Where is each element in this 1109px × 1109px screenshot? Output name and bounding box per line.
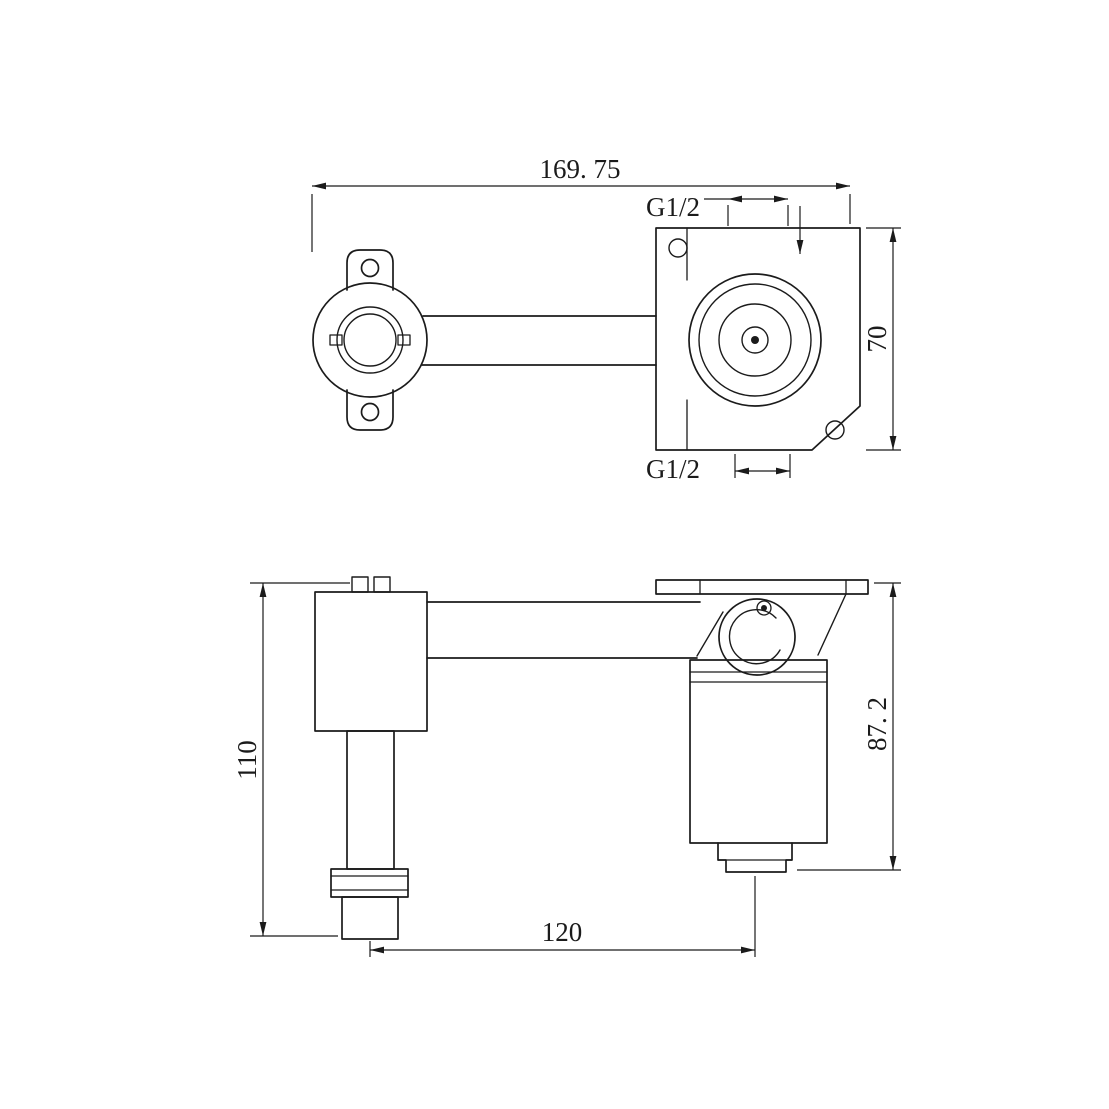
flange-right-tab: [397, 334, 411, 346]
valve-block-outline: [655, 227, 861, 451]
valve-body-side: [689, 659, 828, 844]
spout-top-tab-left: [351, 576, 369, 593]
dim-thread-top-label: G1/2: [646, 192, 700, 222]
flange-outer-circle: [312, 282, 428, 398]
spout-outlet-cylinder: [341, 896, 399, 940]
dim-height-left-label: 110: [232, 740, 262, 780]
flange-top-ear: [346, 249, 394, 291]
support-diagonal-right: [817, 593, 847, 656]
flange-top-ear-hole: [360, 258, 380, 278]
valve-circle-2: [698, 283, 812, 397]
flange-bore-circle: [343, 313, 397, 367]
valve-center-dot: [751, 336, 759, 344]
dim-center-distance-label: 120: [542, 917, 583, 947]
valve-outlet-stub: [717, 842, 793, 873]
block-screw-hole-top: [668, 238, 688, 258]
dim-body-height-label: 70: [862, 326, 892, 353]
side-view: [314, 576, 869, 940]
dimension-labels: 169. 75 G1/2 70 G1/2 110 87. 2 120: [232, 154, 892, 947]
support-diagonal-left: [696, 611, 724, 657]
cartridge-inner-arc: [728, 608, 781, 665]
valve-circle-outer: [688, 273, 822, 407]
dim-height-right-label: 87. 2: [862, 697, 892, 751]
valve-circle-3: [718, 303, 792, 377]
spout-body: [314, 591, 428, 732]
spout-top-tab-right: [373, 576, 391, 593]
flange-bottom-ear: [346, 389, 394, 431]
dimension-lines: [250, 182, 901, 957]
valve-circle-4: [741, 326, 769, 354]
cartridge-screw-dot: [761, 605, 767, 611]
dim-overall-width-label: 169. 75: [540, 154, 621, 184]
flange-bottom-ear-hole: [360, 402, 380, 422]
spout-nut: [330, 868, 409, 898]
flange-left-tab: [329, 334, 343, 346]
cartridge-circle: [718, 598, 796, 676]
cartridge-screw-ring: [756, 600, 772, 616]
block-screw-hole-bottom: [825, 420, 845, 440]
spout-stem: [346, 730, 395, 870]
top-view: [312, 227, 861, 451]
dim-thread-bottom-label: G1/2: [646, 454, 700, 484]
flange-ring-circle: [336, 306, 404, 374]
mount-plate: [655, 579, 869, 595]
